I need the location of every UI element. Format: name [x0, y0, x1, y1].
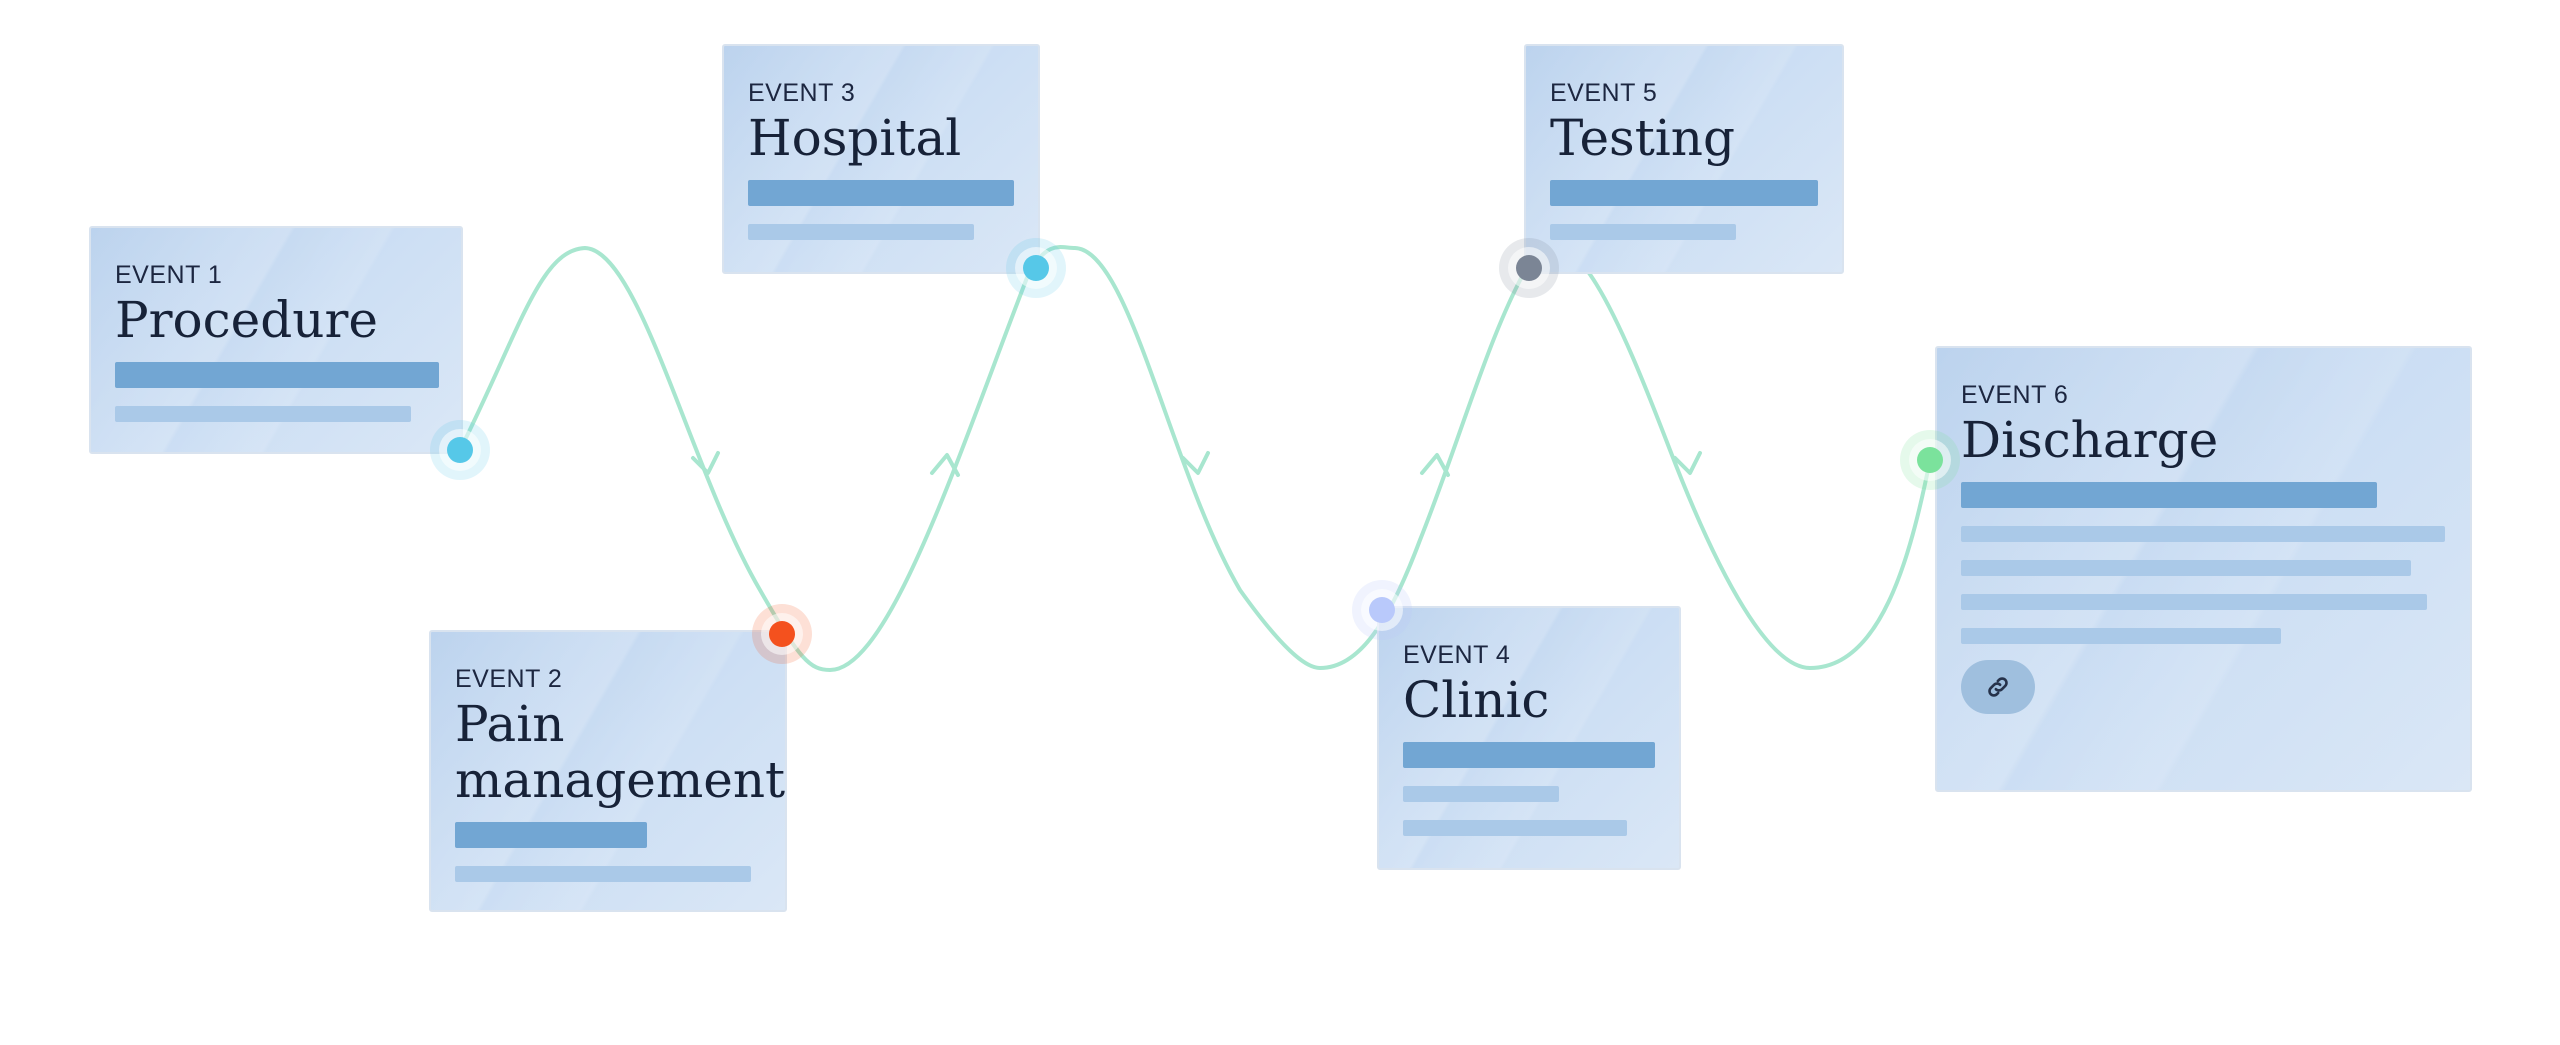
arrow-down-1: [691, 451, 720, 475]
title-bar: [1961, 482, 2377, 508]
event-5-node[interactable]: [1499, 238, 1559, 298]
title-bar: [455, 822, 647, 848]
title-bar: [1550, 180, 1818, 206]
event-label: EVENT 1: [115, 261, 223, 289]
event-title: Discharge: [1961, 411, 2219, 469]
connector-path: [458, 243, 1932, 673]
event-label: EVENT 3: [748, 79, 856, 107]
event-title: Pain management: [455, 695, 786, 809]
flow-arrows: [691, 451, 1702, 477]
link-icon: [1988, 677, 2008, 697]
text-placeholder-line: [1403, 820, 1627, 836]
arrow-down-2: [1181, 451, 1210, 475]
text-placeholder-line: [1550, 224, 1736, 240]
event-card-5[interactable]: EVENT 5 Testing: [1524, 44, 1844, 274]
title-bar: [115, 362, 439, 388]
event-title: Testing: [1550, 109, 1736, 167]
event-2-node[interactable]: [752, 604, 812, 664]
event-1-node[interactable]: [430, 420, 490, 480]
text-placeholder-line: [455, 866, 751, 882]
event-label: EVENT 4: [1403, 641, 1511, 669]
arrow-up-1: [930, 453, 960, 477]
event-title: Clinic: [1403, 671, 1550, 729]
text-placeholder-line: [1961, 628, 2281, 644]
text-placeholder-line: [1403, 786, 1559, 802]
event-card-3[interactable]: EVENT 3 Hospital: [722, 44, 1040, 274]
arrow-down-3: [1673, 451, 1702, 475]
event-label: EVENT 2: [455, 665, 563, 693]
text-placeholder-line: [1961, 560, 2411, 576]
link-button[interactable]: [1961, 660, 2035, 714]
event-label: EVENT 6: [1961, 381, 2069, 409]
title-bar: [1403, 742, 1655, 768]
event-title: Procedure: [115, 291, 378, 349]
text-placeholder-line: [115, 406, 411, 422]
event-4-node[interactable]: [1352, 580, 1412, 640]
title-bar: [748, 180, 1014, 206]
event-3-node[interactable]: [1006, 238, 1066, 298]
event-card-4[interactable]: EVENT 4 Clinic: [1377, 606, 1681, 870]
event-card-2[interactable]: EVENT 2 Pain management: [429, 630, 787, 912]
event-card-6[interactable]: EVENT 6 Discharge: [1935, 346, 2472, 792]
event-label: EVENT 5: [1550, 79, 1658, 107]
text-placeholder-line: [1961, 594, 2427, 610]
arrow-up-2: [1420, 453, 1450, 477]
event-6-node[interactable]: [1900, 430, 1960, 490]
event-title: Hospital: [748, 109, 962, 167]
text-placeholder-line: [1961, 526, 2445, 542]
event-card-1[interactable]: EVENT 1 Procedure: [89, 226, 463, 454]
text-placeholder-line: [748, 224, 974, 240]
